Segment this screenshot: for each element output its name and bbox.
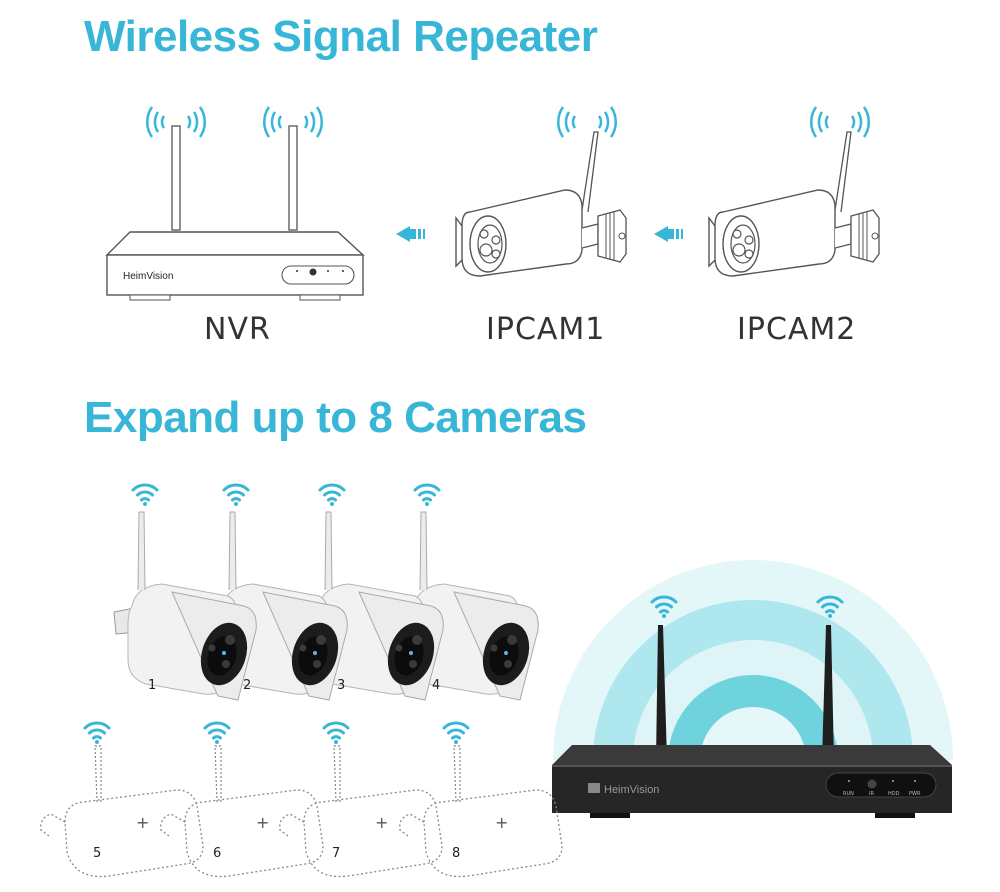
ipcam2-label: IPCAM2 bbox=[737, 312, 857, 347]
wifi-icon bbox=[413, 483, 441, 508]
nvr-led-ir: IR bbox=[869, 791, 874, 797]
camera-number-6: 6 bbox=[213, 846, 222, 861]
placeholder-camera-7 bbox=[279, 721, 443, 878]
plus-icon: + bbox=[256, 813, 269, 832]
signal-arrow bbox=[396, 226, 425, 242]
signal-emit-icon bbox=[809, 105, 871, 139]
wifi-range-waves bbox=[553, 560, 953, 760]
nvr-led-pwr: PWR bbox=[909, 791, 921, 797]
ipcam2-line-drawing bbox=[708, 105, 880, 277]
nvr-led-run: RUN bbox=[843, 791, 854, 797]
nvr-device bbox=[552, 595, 952, 818]
wifi-icon bbox=[222, 483, 250, 508]
camera-number-8: 8 bbox=[452, 846, 461, 861]
signal-emit-icon bbox=[556, 105, 618, 139]
camera-number-3: 3 bbox=[337, 678, 346, 693]
wifi-icon bbox=[322, 721, 350, 746]
camera-number-4: 4 bbox=[432, 678, 441, 693]
placeholder-camera-5 bbox=[40, 721, 204, 878]
camera-number-5: 5 bbox=[93, 846, 102, 861]
plus-icon: + bbox=[375, 813, 388, 832]
section-title-expand: Expand up to 8 Cameras bbox=[84, 393, 587, 442]
wifi-icon bbox=[131, 483, 159, 508]
signal-arrow bbox=[654, 226, 683, 242]
nvr-brand-label: HeimVision bbox=[604, 784, 659, 796]
nvr-line-drawing bbox=[105, 105, 365, 301]
nvr-led-hdd: HDD bbox=[888, 791, 900, 797]
camera-number-2: 2 bbox=[243, 678, 252, 693]
ipcam1-line-drawing bbox=[455, 105, 627, 277]
plus-icon: + bbox=[136, 813, 149, 832]
placeholder-camera-8 bbox=[399, 721, 563, 878]
wifi-icon bbox=[318, 483, 346, 508]
wifi-icon bbox=[442, 721, 470, 746]
nvr-line-brand: HeimVision bbox=[123, 271, 173, 282]
placeholder-camera-6 bbox=[160, 721, 324, 878]
camera-number-1: 1 bbox=[148, 678, 157, 693]
wifi-icon bbox=[83, 721, 111, 746]
wifi-icon bbox=[203, 721, 231, 746]
camera-number-7: 7 bbox=[332, 846, 341, 861]
ipcam1-label: IPCAM1 bbox=[486, 312, 606, 347]
nvr-label: NVR bbox=[204, 312, 271, 347]
plus-icon: + bbox=[495, 813, 508, 832]
section-title-repeater: Wireless Signal Repeater bbox=[84, 12, 598, 61]
